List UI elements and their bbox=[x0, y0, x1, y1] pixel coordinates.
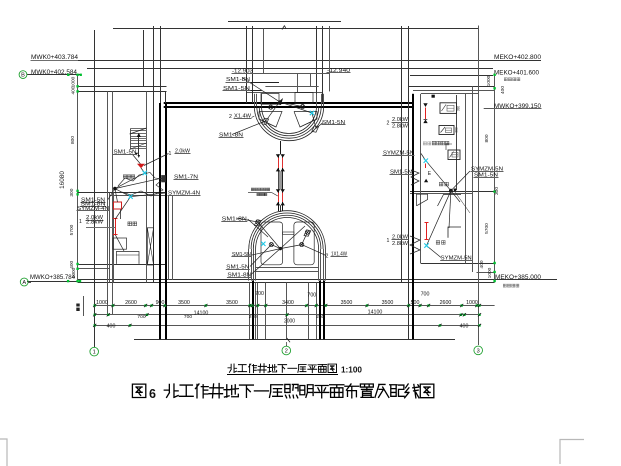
svg-text:400: 400 bbox=[479, 260, 485, 268]
svg-text:2: 2 bbox=[326, 254, 329, 260]
svg-text:700: 700 bbox=[421, 291, 430, 297]
svg-text:3500: 3500 bbox=[226, 300, 238, 306]
svg-text:2.8kW: 2.8kW bbox=[86, 220, 103, 226]
svg-text:1: 1 bbox=[387, 238, 390, 244]
svg-text:250: 250 bbox=[316, 314, 324, 320]
svg-text:2.0kW: 2.0kW bbox=[392, 117, 409, 123]
svg-text:2: 2 bbox=[387, 121, 390, 127]
svg-text:6: 6 bbox=[149, 387, 156, 401]
svg-text:MWKO+399.150: MWKO+399.150 bbox=[494, 103, 541, 110]
svg-text:SYMZM-5N: SYMZM-5N bbox=[471, 166, 503, 172]
svg-text:1000: 1000 bbox=[71, 76, 77, 87]
svg-text:2: 2 bbox=[285, 349, 288, 355]
svg-text:SM1-7N: SM1-7N bbox=[174, 175, 198, 181]
svg-text:16080: 16080 bbox=[59, 171, 66, 189]
svg-text:-12.940: -12.940 bbox=[327, 68, 350, 74]
svg-text:3: 3 bbox=[477, 349, 480, 355]
svg-text:SM1-8N: SM1-8N bbox=[81, 201, 106, 207]
svg-text:SYMZM-4N: SYMZM-4N bbox=[168, 191, 200, 197]
svg-text:700: 700 bbox=[307, 293, 316, 299]
svg-text:3500: 3500 bbox=[341, 300, 353, 306]
svg-text:5700: 5700 bbox=[484, 223, 490, 234]
svg-text:MWK0+402.584: MWK0+402.584 bbox=[31, 69, 77, 76]
svg-text:400: 400 bbox=[107, 323, 116, 329]
svg-text:E: E bbox=[428, 171, 432, 177]
svg-text:1: 1 bbox=[169, 151, 172, 157]
svg-text:MWKO+385.784: MWKO+385.784 bbox=[30, 274, 75, 281]
svg-text:SM1-8N: SM1-8N bbox=[219, 133, 243, 139]
svg-text:300: 300 bbox=[69, 188, 75, 196]
svg-text:2000: 2000 bbox=[284, 319, 295, 325]
svg-text:3500: 3500 bbox=[178, 300, 190, 306]
svg-text:MEKO+385.000: MEKO+385.000 bbox=[495, 274, 542, 281]
svg-text:14100: 14100 bbox=[194, 310, 209, 316]
svg-text:SM1-5N: SM1-5N bbox=[232, 252, 251, 258]
svg-text:400: 400 bbox=[71, 86, 77, 94]
svg-text:SM1-5N: SM1-5N bbox=[223, 86, 250, 92]
svg-text:2600: 2600 bbox=[125, 300, 137, 306]
svg-text:700: 700 bbox=[137, 314, 145, 320]
svg-text:SM1-5N: SM1-5N bbox=[226, 264, 249, 270]
svg-text:1000: 1000 bbox=[486, 75, 492, 86]
svg-text:B: B bbox=[21, 73, 25, 79]
svg-text:2: 2 bbox=[229, 114, 232, 120]
svg-text:SM1-5N: SM1-5N bbox=[114, 150, 137, 156]
svg-text:SM1-5N: SM1-5N bbox=[474, 172, 498, 178]
svg-text:SM1-8N: SM1-8N bbox=[222, 216, 247, 222]
svg-text:SM1-8N: SM1-8N bbox=[227, 273, 251, 279]
svg-text:800: 800 bbox=[484, 134, 490, 142]
svg-text:500: 500 bbox=[411, 300, 420, 306]
svg-text:2.0kW: 2.0kW bbox=[392, 234, 409, 240]
svg-text:400: 400 bbox=[460, 323, 469, 329]
svg-text:3500: 3500 bbox=[382, 300, 394, 306]
svg-text:14100: 14100 bbox=[368, 310, 383, 316]
svg-text:X1.4W: X1.4W bbox=[234, 113, 252, 119]
svg-text:300: 300 bbox=[494, 187, 500, 195]
svg-text:800: 800 bbox=[70, 136, 76, 144]
svg-text:MEKO+402.800: MEKO+402.800 bbox=[494, 54, 542, 61]
svg-text:2.0kW: 2.0kW bbox=[86, 215, 104, 221]
svg-text:380: 380 bbox=[457, 106, 461, 112]
svg-text:SYMZM-5N: SYMZM-5N bbox=[383, 151, 414, 157]
svg-text:1: 1 bbox=[93, 350, 96, 356]
svg-text:2.8kW: 2.8kW bbox=[392, 241, 408, 247]
svg-text:SM1-5N: SM1-5N bbox=[322, 120, 345, 126]
svg-text:SYMZM-4N: SYMZM-4N bbox=[77, 206, 109, 212]
svg-text:MWK0+403.784: MWK0+403.784 bbox=[31, 54, 79, 61]
svg-text:MEKO+401.600: MEKO+401.600 bbox=[494, 69, 539, 76]
svg-text:400: 400 bbox=[500, 86, 506, 94]
svg-text:5700: 5700 bbox=[69, 224, 75, 235]
svg-text:1000: 1000 bbox=[487, 267, 493, 278]
svg-text:SM1-8N: SM1-8N bbox=[226, 77, 250, 83]
svg-text:-12.903: -12.903 bbox=[232, 69, 253, 75]
svg-text:SM1-5N: SM1-5N bbox=[390, 170, 412, 176]
svg-text:SM1-5N: SM1-5N bbox=[81, 198, 105, 204]
svg-text:380: 380 bbox=[455, 127, 459, 133]
svg-text:1000: 1000 bbox=[466, 300, 478, 306]
svg-text:2600: 2600 bbox=[440, 300, 452, 306]
svg-text:1:100: 1:100 bbox=[341, 366, 362, 375]
svg-text:900: 900 bbox=[156, 300, 165, 306]
svg-text:2.8kW: 2.8kW bbox=[392, 124, 408, 130]
svg-text:700: 700 bbox=[255, 291, 264, 297]
svg-text:1000: 1000 bbox=[71, 267, 77, 278]
svg-text:250: 250 bbox=[249, 314, 257, 320]
svg-text:700: 700 bbox=[184, 314, 192, 320]
svg-text:2.0kW: 2.0kW bbox=[175, 149, 190, 155]
svg-text:A: A bbox=[22, 280, 26, 286]
svg-text:SYMZM-5N: SYMZM-5N bbox=[441, 256, 472, 262]
svg-text:3400: 3400 bbox=[282, 300, 294, 306]
svg-text:400: 400 bbox=[69, 260, 75, 268]
svg-text:1000: 1000 bbox=[96, 300, 108, 306]
svg-text:1: 1 bbox=[79, 219, 82, 225]
svg-text:1X1.4W: 1X1.4W bbox=[331, 251, 347, 257]
